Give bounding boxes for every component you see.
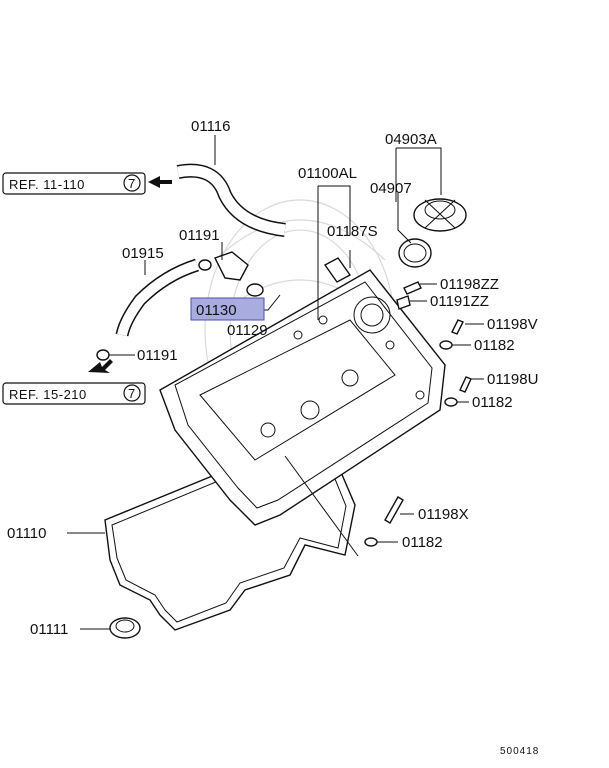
ref-box-11-110[interactable]: REF. 11-110 7 bbox=[2, 172, 146, 195]
label-01182-b[interactable]: 01182 bbox=[472, 394, 513, 411]
ref-arrow-11-110 bbox=[148, 176, 172, 188]
label-01110[interactable]: 01110 bbox=[7, 525, 47, 542]
label-01198u[interactable]: 01198U bbox=[487, 371, 538, 388]
valve-cover[interactable] bbox=[159, 269, 446, 526]
ref-box-15-210[interactable]: REF. 15-210 7 bbox=[2, 382, 146, 405]
label-01182-c[interactable]: 01182 bbox=[402, 534, 443, 551]
bracket-01191zz[interactable] bbox=[396, 295, 411, 310]
label-04903a[interactable]: 04903A bbox=[385, 131, 437, 148]
label-01116[interactable]: 01116 bbox=[191, 118, 231, 135]
label-01187s[interactable]: 01187S bbox=[327, 223, 378, 240]
label-01198x[interactable]: 01198X bbox=[418, 506, 469, 523]
ref-15-210-text: REF. 15-210 bbox=[9, 387, 87, 402]
ref-15-210-circle: 7 bbox=[128, 386, 136, 401]
label-01198zz[interactable]: 01198ZZ bbox=[440, 276, 499, 293]
diagram-id: 500418 bbox=[500, 746, 539, 757]
pcv-grommet[interactable] bbox=[246, 283, 264, 297]
label-01129[interactable]: 01129 bbox=[227, 322, 268, 339]
nipple-01187s[interactable] bbox=[323, 257, 352, 283]
label-01182-a[interactable]: 01182 bbox=[474, 337, 515, 354]
pcv-valve[interactable] bbox=[214, 251, 249, 281]
washer-01182-c[interactable] bbox=[364, 537, 378, 547]
label-01111[interactable]: 01111 bbox=[30, 621, 68, 638]
ref-arrow-15-210 bbox=[88, 359, 113, 373]
bolt-01198u[interactable] bbox=[459, 376, 472, 393]
ref-11-110-text: REF. 11-110 bbox=[9, 177, 85, 192]
bolt-01198zz[interactable] bbox=[403, 281, 422, 295]
label-01100al[interactable]: 01100AL bbox=[298, 165, 357, 182]
breather-hose[interactable] bbox=[176, 163, 286, 237]
label-01130[interactable]: 01130 bbox=[196, 302, 237, 319]
spark-plug-tube-seal[interactable] bbox=[109, 617, 141, 639]
filler-cap-gasket[interactable] bbox=[398, 238, 432, 268]
label-01191-bottom[interactable]: 01191 bbox=[137, 347, 178, 364]
bolt-01198v[interactable] bbox=[451, 319, 464, 335]
label-01191-top[interactable]: 01191 bbox=[179, 227, 220, 244]
label-01191zz[interactable]: 01191ZZ bbox=[430, 293, 489, 310]
label-04907[interactable]: 04907 bbox=[370, 180, 412, 197]
label-01915[interactable]: 01915 bbox=[122, 245, 164, 262]
oil-filler-cap[interactable] bbox=[413, 198, 467, 232]
highlight-01130 bbox=[190, 297, 265, 321]
washer-01182-b[interactable] bbox=[444, 397, 458, 407]
ref-11-110-circle: 7 bbox=[128, 176, 136, 191]
washer-01182-a[interactable] bbox=[439, 340, 453, 350]
bolt-01198x[interactable] bbox=[384, 496, 404, 524]
hose-clamp-lower[interactable] bbox=[96, 349, 110, 361]
hose-clamp-upper[interactable] bbox=[198, 259, 212, 271]
pcv-hose[interactable] bbox=[115, 258, 200, 337]
label-01198v[interactable]: 01198V bbox=[487, 316, 538, 333]
